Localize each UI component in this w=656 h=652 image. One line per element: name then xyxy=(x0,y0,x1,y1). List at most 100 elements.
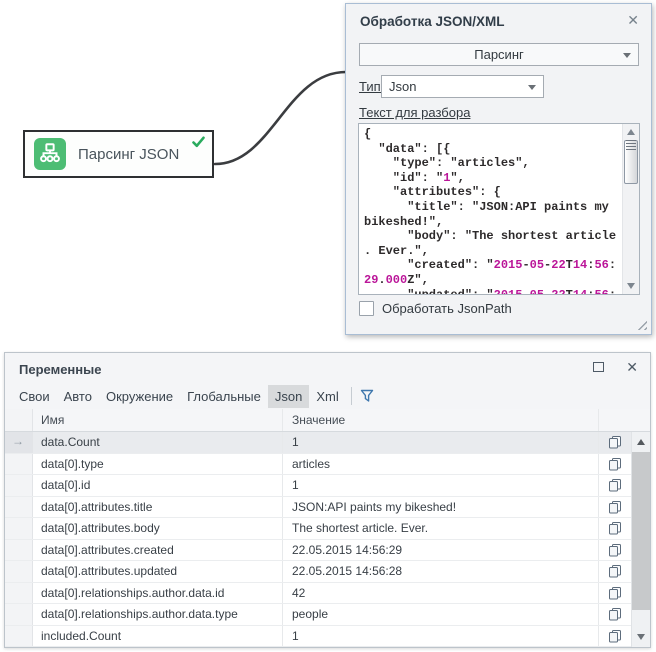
variable-value: 1 xyxy=(283,475,599,496)
variable-value: articles xyxy=(283,453,599,474)
close-icon[interactable]: ✕ xyxy=(626,359,638,375)
mode-dropdown-value: Парсинг xyxy=(474,47,524,62)
copy-button[interactable] xyxy=(599,626,631,647)
row-gutter xyxy=(5,453,33,474)
tab-separator xyxy=(350,387,352,405)
table-scrollbar[interactable] xyxy=(631,432,650,647)
scroll-up-icon[interactable] xyxy=(627,129,635,135)
json-source-textarea[interactable]: { "data": [{ "type": "articles", "id": "… xyxy=(358,123,640,295)
variable-value: The shortest article. Ever. xyxy=(283,518,599,539)
tab-bar: Свои Авто Окружение Глобальные Json Xml xyxy=(5,383,650,409)
check-icon xyxy=(192,136,205,148)
type-label: Тип: xyxy=(359,79,385,94)
tab-json[interactable]: Json xyxy=(267,384,310,408)
variables-panel-title: Переменные xyxy=(19,362,102,377)
mode-dropdown[interactable]: Парсинг xyxy=(359,43,639,66)
header-scroll-spacer xyxy=(631,409,650,431)
copy-icon xyxy=(609,565,621,578)
type-dropdown[interactable]: Json xyxy=(381,75,544,98)
row-gutter xyxy=(5,561,33,582)
copy-icon xyxy=(609,543,621,557)
variable-value: 42 xyxy=(283,582,599,603)
column-header-name[interactable]: Имя xyxy=(33,409,283,431)
row-gutter xyxy=(5,625,33,646)
variable-value: 1 xyxy=(283,432,599,453)
scroll-down-icon[interactable] xyxy=(636,634,645,640)
tab-own[interactable]: Свои xyxy=(19,388,50,404)
textarea-scrollbar[interactable] xyxy=(622,124,639,294)
copy-icon xyxy=(609,522,621,535)
variable-name: data[0].attributes.updated xyxy=(33,561,283,582)
tab-xml[interactable]: Xml xyxy=(316,388,339,404)
type-dropdown-value: Json xyxy=(389,79,417,94)
chevron-down-icon xyxy=(623,53,631,58)
row-gutter xyxy=(5,582,33,603)
copy-button[interactable] xyxy=(599,561,631,582)
variable-name: data[0].attributes.created xyxy=(33,539,283,560)
scroll-up-icon[interactable] xyxy=(636,439,645,445)
row-gutter xyxy=(5,539,33,560)
variable-value: 22.05.2015 14:56:28 xyxy=(283,561,599,582)
copy-icon xyxy=(609,500,621,514)
copy-button[interactable] xyxy=(599,454,631,475)
copy-icon xyxy=(609,629,621,643)
header-copy-column xyxy=(599,409,631,431)
copy-icon xyxy=(609,608,621,621)
copy-button[interactable] xyxy=(599,475,631,496)
scrollbar-thumb[interactable] xyxy=(632,452,650,610)
tab-bar-tabs: Свои Авто Окружение Глобальные Json Xml xyxy=(12,384,346,408)
scroll-down-icon[interactable] xyxy=(627,283,635,289)
filter-icon[interactable] xyxy=(359,388,375,404)
copy-button[interactable] xyxy=(599,518,631,539)
node-label: Парсинг JSON xyxy=(78,145,180,163)
table-header: Имя Значение xyxy=(5,409,650,432)
variable-name: data[0].type xyxy=(33,453,283,474)
copy-button[interactable] xyxy=(599,604,631,625)
copy-button[interactable] xyxy=(599,540,631,561)
copy-icon xyxy=(609,457,621,471)
row-gutter xyxy=(5,496,33,517)
tab-environment[interactable]: Окружение xyxy=(105,388,174,404)
copy-icon xyxy=(609,436,621,449)
maximize-icon[interactable] xyxy=(593,362,605,372)
close-icon[interactable]: ✕ xyxy=(627,12,639,28)
window-buttons: ✕ xyxy=(593,359,638,375)
chevron-down-icon xyxy=(528,85,536,90)
node-parsing-json[interactable]: Парсинг JSON xyxy=(23,130,214,178)
copy-button[interactable] xyxy=(599,583,631,604)
copy-icon xyxy=(609,586,621,600)
copy-button[interactable] xyxy=(599,432,631,453)
variable-value: JSON:API paints my bikeshed! xyxy=(283,496,599,517)
tab-global[interactable]: Глобальные xyxy=(187,388,261,404)
sitemap-icon xyxy=(34,138,66,170)
resize-grip[interactable] xyxy=(635,318,647,330)
variable-name: data[0].relationships.author.data.id xyxy=(33,582,283,603)
current-row-arrow-icon: → xyxy=(12,434,24,448)
variable-name: data[0].attributes.body xyxy=(33,518,283,539)
connector-line xyxy=(213,70,348,166)
copy-button[interactable] xyxy=(599,497,631,518)
jsonpath-checkbox[interactable] xyxy=(359,301,374,316)
variable-value: 1 xyxy=(283,625,599,646)
variable-name: data.Count xyxy=(33,432,283,453)
copy-icon xyxy=(609,479,621,492)
variables-panel: Переменные ✕ Свои Авто Окружение Глобальные… xyxy=(4,352,651,648)
tab-auto[interactable]: Авто xyxy=(63,388,92,404)
variable-name: data[0].relationships.author.data.type xyxy=(33,604,283,625)
column-header-value[interactable]: Значение xyxy=(283,409,599,431)
variable-name: data[0].attributes.title xyxy=(33,496,283,517)
